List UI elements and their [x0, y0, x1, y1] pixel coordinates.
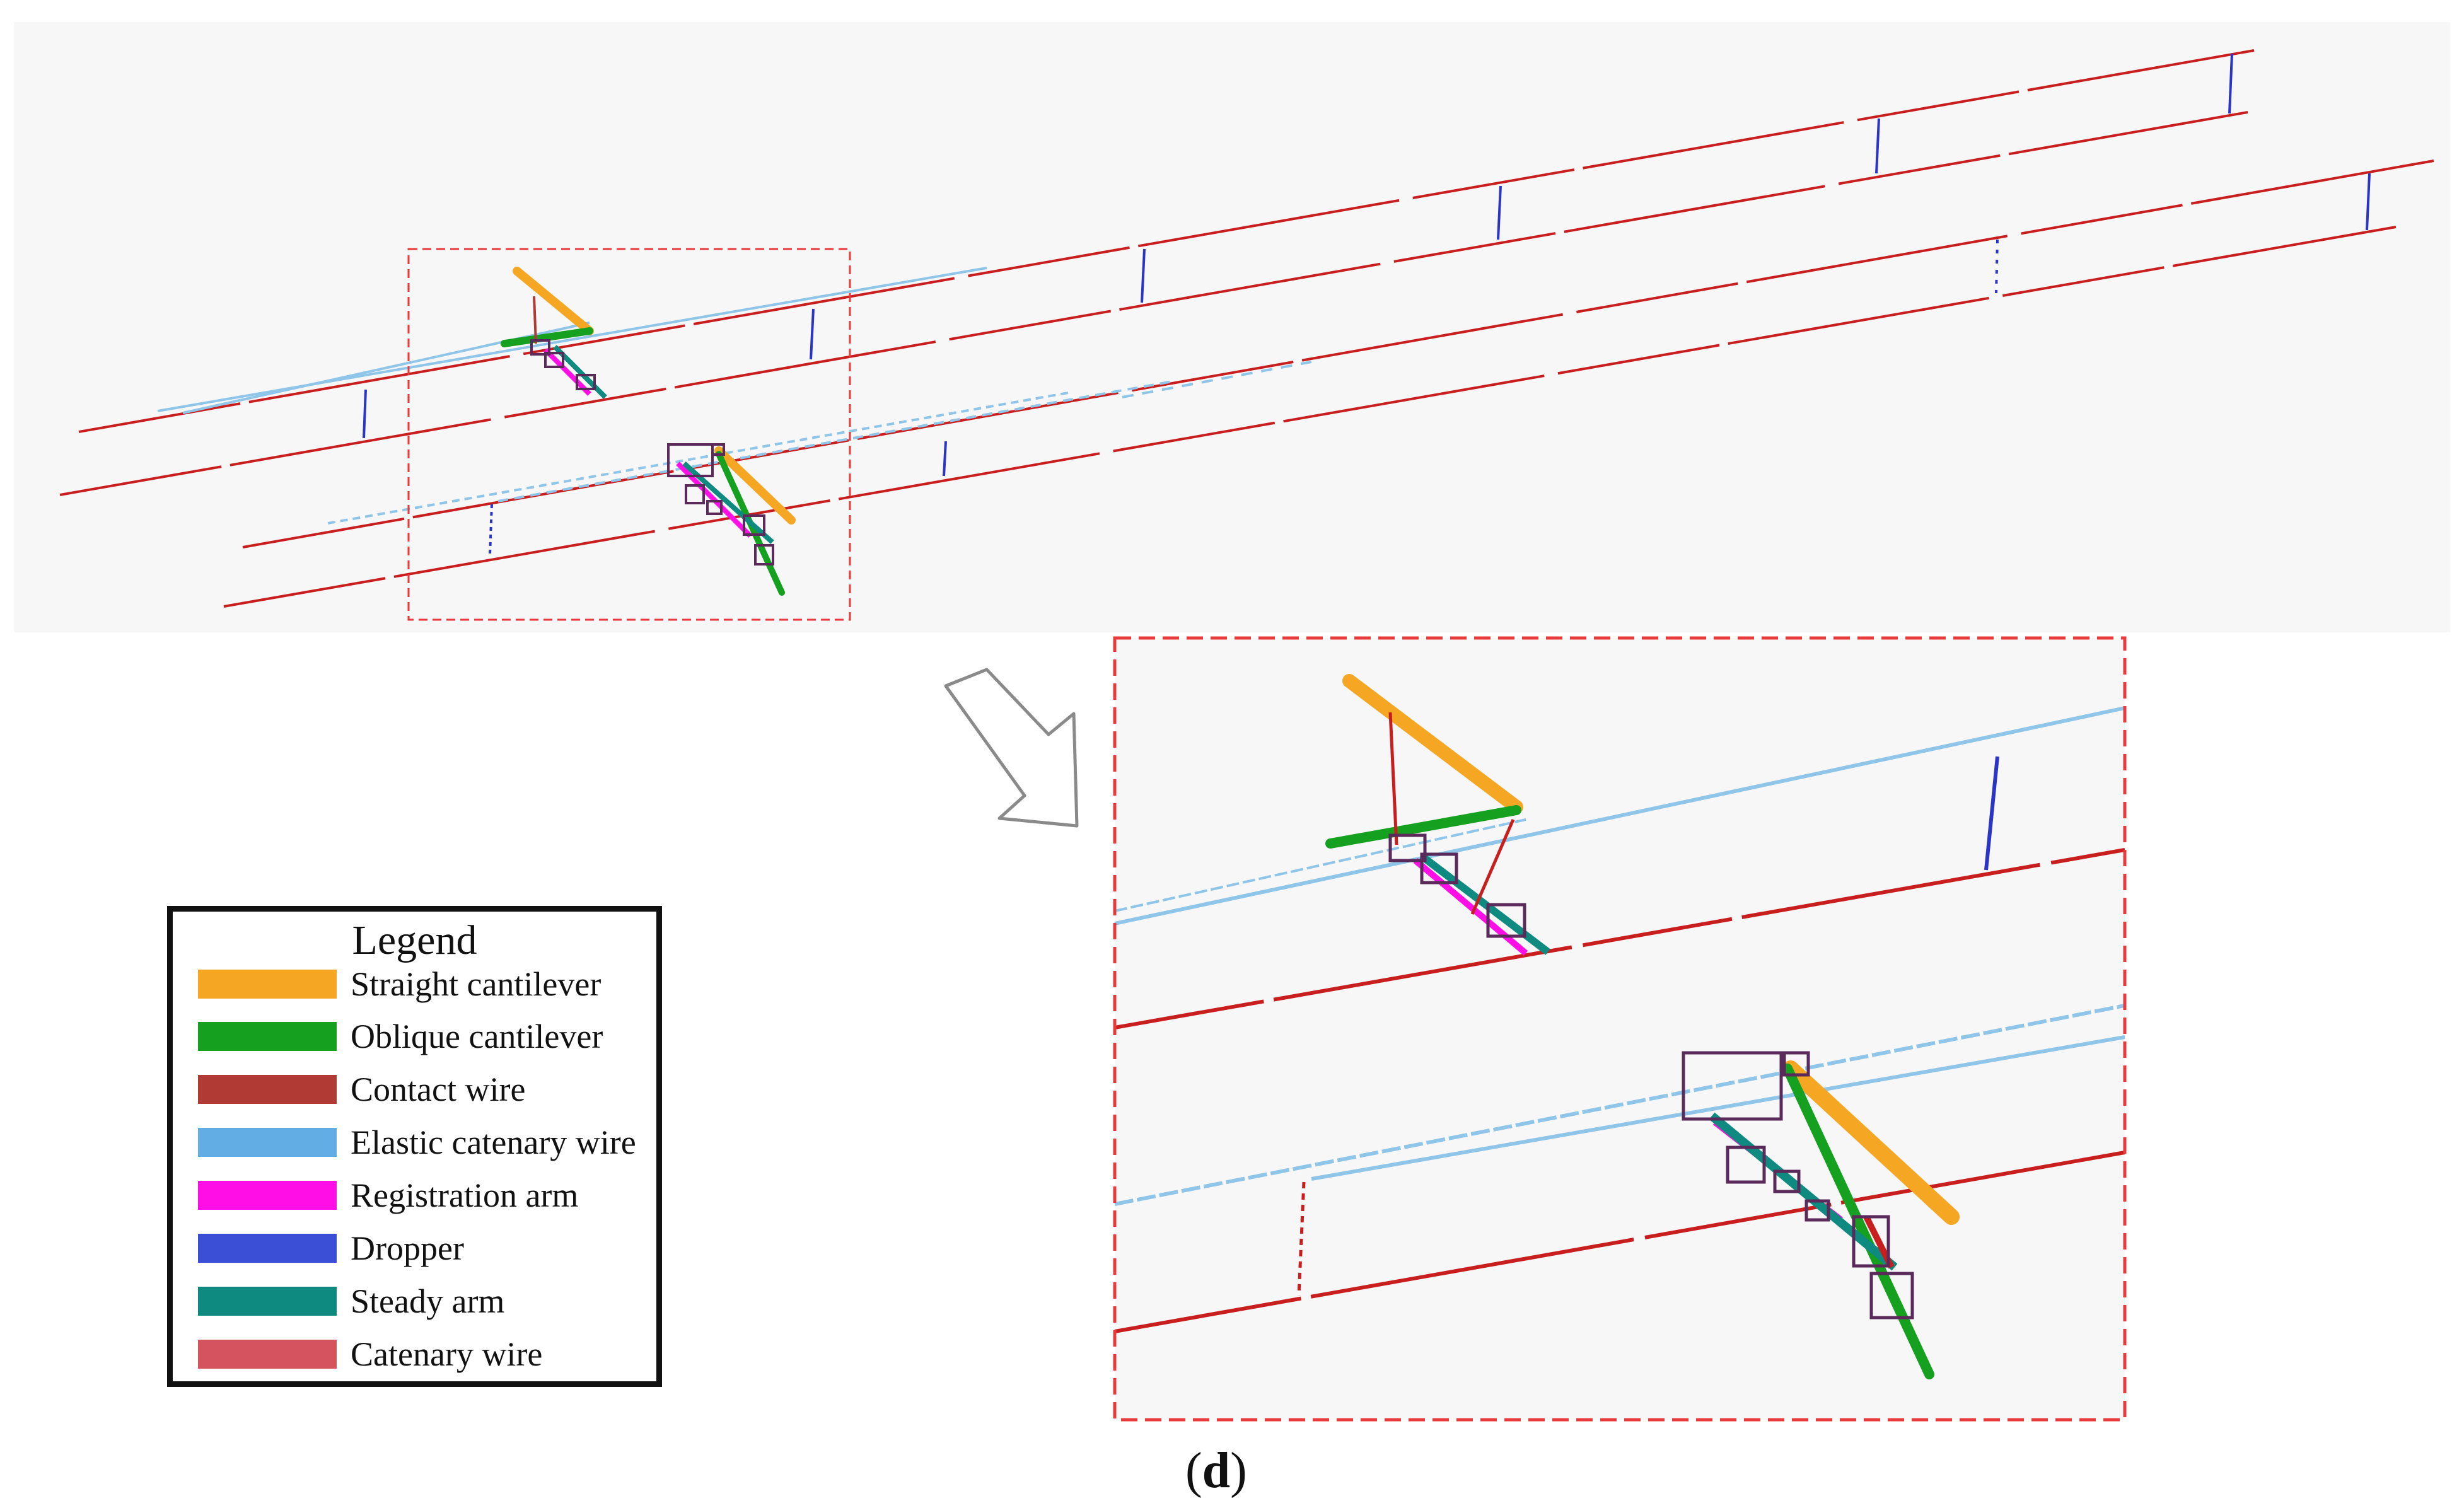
legend-item-label: Contact wire: [351, 1070, 526, 1108]
caption-open: (: [1185, 1443, 1202, 1499]
detection-box: [685, 484, 705, 504]
detail-wires: [1114, 706, 2125, 1333]
legend-item: Dropper: [198, 1226, 464, 1270]
straight-cantilever: [513, 267, 594, 335]
detection-box: [1420, 852, 1458, 884]
orange-bar-icon: [198, 970, 337, 999]
legend-item-label: Elastic catenary wire: [351, 1123, 636, 1161]
detection-box: [667, 443, 714, 477]
straight-cantilever: [714, 446, 796, 525]
detection-box: [743, 514, 765, 536]
steady-arm: [1419, 853, 1550, 955]
legend-title: Legend: [352, 917, 477, 963]
elastic-catenary-line: [1114, 1004, 2125, 1206]
contact-wire-line: [59, 111, 2248, 496]
detail-cantilever-group-1: [1325, 674, 1550, 956]
support-rod: [1470, 819, 1515, 915]
teal-bar-icon: [198, 1287, 337, 1316]
detection-box: [1852, 1215, 1890, 1268]
straight-cantilever: [1782, 1060, 1960, 1225]
dark-red-bar-icon: [198, 1075, 337, 1104]
detail-panel-border: [1113, 636, 2127, 1422]
dropper-line: [2366, 173, 2371, 231]
elastic-catenary-line: [1114, 818, 1526, 912]
dropper-line: [943, 441, 947, 477]
dropper-line: [2228, 53, 2233, 114]
detail-panel-background: [1115, 638, 2125, 1420]
detection-box: [754, 544, 774, 566]
overview-contact-wires: [59, 49, 2434, 608]
oblique-cantilever: [501, 327, 593, 347]
dropper-line: [363, 389, 367, 439]
steady-arm: [1709, 1112, 1898, 1271]
magenta-bar-icon: [198, 1181, 337, 1210]
detection-box: [1726, 1146, 1766, 1184]
dropper-line: [489, 504, 493, 555]
detection-box: [1682, 1051, 1783, 1121]
legend-item-label: Catenary wire: [351, 1335, 543, 1373]
straight-cantilever: [1342, 674, 1523, 814]
legend-item-label: Oblique cantilever: [351, 1018, 603, 1055]
light-blue-bar-icon: [198, 1128, 337, 1157]
figure-caption: (d): [1185, 1442, 1247, 1500]
contact-wire-line: [1114, 848, 2125, 1030]
contact-wire-line: [242, 160, 2434, 548]
dropper-line: [810, 308, 815, 360]
detection-box: [711, 443, 725, 456]
contact-wire-line: [78, 49, 2255, 433]
overview-cantilever-group-1: [501, 267, 607, 399]
legend-item: Catenary wire: [198, 1332, 542, 1376]
detection-box: [1388, 833, 1427, 862]
legend-item-label: Steady arm: [351, 1282, 505, 1320]
caption-letter: d: [1202, 1443, 1231, 1499]
detail-cantilever-group-2: [1682, 1051, 1960, 1379]
contact-wire-line: [1114, 1151, 2125, 1333]
blue-bar-icon: [198, 1234, 337, 1263]
legend-item-label: Registration arm: [351, 1176, 579, 1214]
elastic-catenary-line: [1311, 1035, 2125, 1181]
dropper-line: [1875, 118, 1880, 174]
legend-item-label: Dropper: [351, 1229, 464, 1267]
detection-box: [706, 500, 723, 515]
dropper-line: [1141, 248, 1146, 303]
oblique-cantilever: [1325, 805, 1521, 849]
legend-item: Straight cantilever: [198, 962, 601, 1006]
green-bar-icon: [198, 1022, 337, 1051]
support-rod: [533, 296, 537, 344]
detection-box: [576, 374, 596, 390]
legend-item: Steady arm: [198, 1279, 504, 1323]
legend-item: Contact wire: [198, 1067, 525, 1111]
legend-item: Elastic catenary wire: [198, 1120, 636, 1164]
oblique-cantilever: [1782, 1064, 1934, 1379]
dropper-line: [1984, 756, 1999, 871]
detection-box: [1773, 1169, 1801, 1193]
detection-box: [1486, 903, 1526, 938]
legend-item-label: Straight cantilever: [351, 965, 601, 1003]
zoom-arrow-icon: [944, 668, 1079, 828]
overview-panel-background: [14, 22, 2450, 632]
detection-box: [530, 339, 550, 356]
detection-box: [1869, 1272, 1914, 1320]
registration-arm: [543, 348, 591, 396]
support-rod: [1388, 712, 1398, 845]
dropper-line: [1497, 185, 1502, 240]
elastic-catenary-line: [1114, 706, 2125, 925]
legend-item: Registration arm: [198, 1173, 578, 1217]
legend-item: Oblique cantilever: [198, 1014, 603, 1058]
overview-cantilever-group-2: [667, 443, 796, 596]
detection-box: [544, 352, 564, 368]
dropper-line: [1297, 1181, 1306, 1296]
contact-wire-line: [223, 226, 2397, 608]
overview-droppers: [363, 53, 2371, 555]
caption-close: ): [1230, 1443, 1247, 1499]
detection-box: [1782, 1051, 1810, 1077]
highlight-region-box: [407, 248, 851, 621]
rose-bar-icon: [198, 1340, 337, 1369]
detection-box: [1804, 1199, 1830, 1222]
